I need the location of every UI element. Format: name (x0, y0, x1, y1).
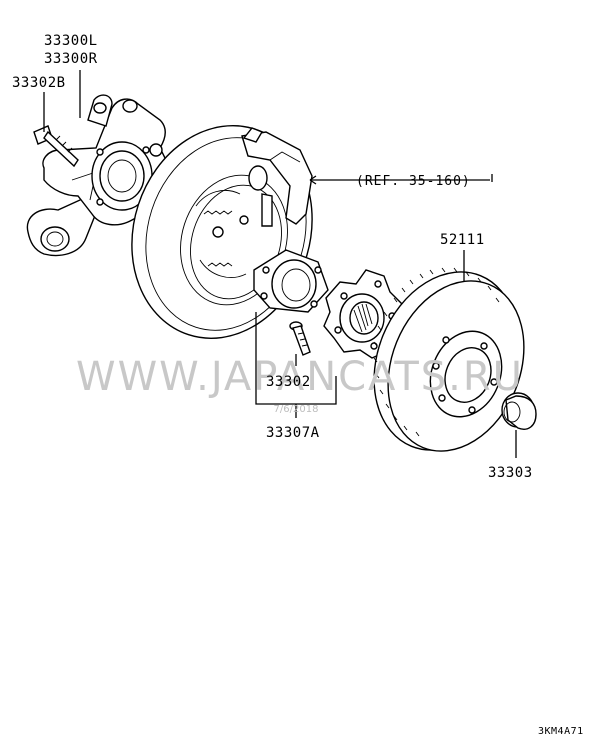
watermark: WWW.JAPANCATS.RU (76, 354, 524, 400)
hub-cap-illustration (501, 392, 537, 430)
label-52111[interactable]: 52111 (440, 232, 485, 248)
hub-bolt-33302-illustration (289, 321, 311, 356)
label-33307a[interactable]: 33307A (266, 425, 320, 441)
label-33302[interactable]: 33302 (266, 374, 311, 390)
label-33302b[interactable]: 33302B (12, 75, 66, 91)
leader-lines (43, 70, 517, 458)
reference-label[interactable]: (REF. 35-160) (356, 174, 471, 189)
stamp-date: 7/6/2018 (274, 404, 319, 415)
caliper-bracket-illustration (241, 127, 313, 227)
hub-bearing-illustration (253, 249, 329, 313)
bolt-33302b-illustration (33, 125, 79, 168)
brake-rotor-illustration (373, 267, 525, 452)
label-33303[interactable]: 33303 (488, 465, 533, 481)
label-33300l[interactable]: 33300L (44, 33, 98, 49)
diagram-code: 3KM4A71 (538, 726, 584, 737)
label-33300r[interactable]: 33300R (44, 51, 98, 67)
